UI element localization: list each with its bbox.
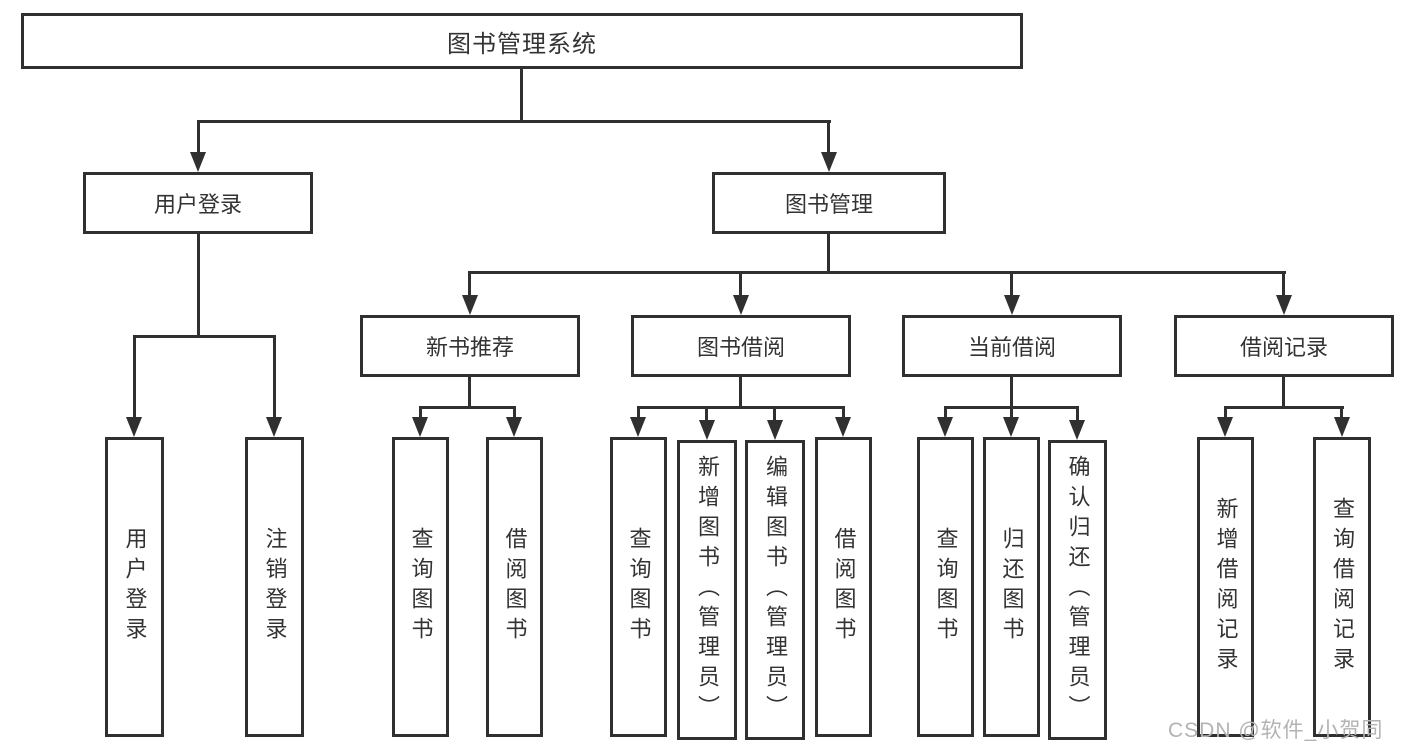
arrow-down-icon [1334, 417, 1350, 437]
leaf-cb-confirm-return-admin: 确认归还（管理员） [1048, 440, 1107, 740]
arrow-down-icon [506, 417, 522, 437]
connector-current-drop-3 [1076, 406, 1079, 421]
connector-borrowing-stem [739, 377, 742, 406]
node-user-login: 用户登录 [83, 172, 313, 234]
node-borrow-records: 借阅记录 [1174, 315, 1394, 377]
node-book-borrowing: 图书借阅 [631, 315, 851, 377]
arrow-down-icon [1069, 420, 1085, 440]
arrow-down-icon [821, 152, 837, 172]
connector-records-drop-2 [1340, 406, 1343, 418]
node-new-book-recommend: 新书推荐 [360, 315, 580, 377]
connector-userlogin-drop-2 [273, 335, 276, 418]
leaf-user-login: 用户登录 [105, 437, 164, 737]
connector-root-rail [197, 120, 831, 123]
connector-newbook-drop-2 [513, 406, 516, 418]
connector-bookmgmt-drop-2 [739, 271, 742, 296]
arrow-down-icon [699, 420, 715, 440]
connector-bookmgmt-rail [468, 271, 1286, 274]
leaf-nb-query-books: 查询图书 [392, 437, 449, 737]
connector-borrowing-drop-2 [705, 406, 708, 421]
connector-root-left-drop [197, 120, 200, 153]
connector-borrowing-rail [637, 406, 845, 409]
arrow-down-icon [462, 295, 478, 315]
leaf-logout: 注销登录 [245, 437, 304, 737]
connector-current-drop-1 [944, 406, 947, 418]
connector-records-drop-1 [1224, 406, 1227, 418]
leaf-cb-query-books: 查询图书 [917, 437, 974, 737]
arrow-down-icon [835, 417, 851, 437]
connector-bookmgmt-drop-1 [468, 271, 471, 296]
connector-root-right-drop [827, 120, 830, 153]
csdn-watermark: CSDN @软件_小贺同学 [1168, 719, 1384, 742]
leaf-br-query-record: 查询借阅记录 [1313, 437, 1371, 737]
arrow-down-icon [733, 295, 749, 315]
connector-current-drop-2 [1010, 406, 1013, 418]
leaf-bb-borrow-books: 借阅图书 [815, 437, 872, 737]
arrow-down-icon [266, 417, 282, 437]
node-current-borrowing: 当前借阅 [902, 315, 1122, 377]
connector-records-rail [1224, 406, 1344, 409]
arrow-down-icon [1217, 417, 1233, 437]
arrow-down-icon [630, 417, 646, 437]
leaf-bb-query-books: 查询图书 [610, 437, 667, 737]
connector-records-stem [1282, 377, 1285, 406]
connector-newbook-rail [419, 406, 516, 409]
leaf-bb-add-books-admin: 新增图书（管理员） [677, 440, 737, 740]
arrow-down-icon [190, 152, 206, 172]
connector-borrowing-drop-4 [842, 406, 845, 418]
connector-newbook-drop-1 [419, 406, 422, 418]
arrow-down-icon [126, 417, 142, 437]
arrow-down-icon [937, 417, 953, 437]
connector-bookmgmt-stem [827, 234, 830, 271]
node-book-management: 图书管理 [712, 172, 946, 234]
leaf-cb-return-books: 归还图书 [983, 437, 1040, 737]
leaf-bb-edit-books-admin: 编辑图书（管理员） [745, 440, 805, 740]
connector-userlogin-rail [133, 335, 276, 338]
arrow-down-icon [1003, 417, 1019, 437]
connector-current-stem [1010, 377, 1013, 406]
arrow-down-icon [767, 420, 783, 440]
connector-root-stem [520, 69, 523, 120]
arrow-down-icon [412, 417, 428, 437]
connector-newbook-stem [468, 377, 471, 406]
arrow-down-icon [1004, 295, 1020, 315]
connector-bookmgmt-drop-3 [1010, 271, 1013, 296]
leaf-br-add-record: 新增借阅记录 [1197, 437, 1254, 737]
connector-borrowing-drop-3 [773, 406, 776, 421]
connector-userlogin-stem [197, 234, 200, 335]
connector-borrowing-drop-1 [637, 406, 640, 418]
arrow-down-icon [1276, 295, 1292, 315]
leaf-nb-borrow-books: 借阅图书 [486, 437, 543, 737]
connector-userlogin-drop-1 [133, 335, 136, 418]
connector-bookmgmt-drop-4 [1282, 271, 1285, 296]
node-library-system: 图书管理系统 [21, 13, 1023, 69]
